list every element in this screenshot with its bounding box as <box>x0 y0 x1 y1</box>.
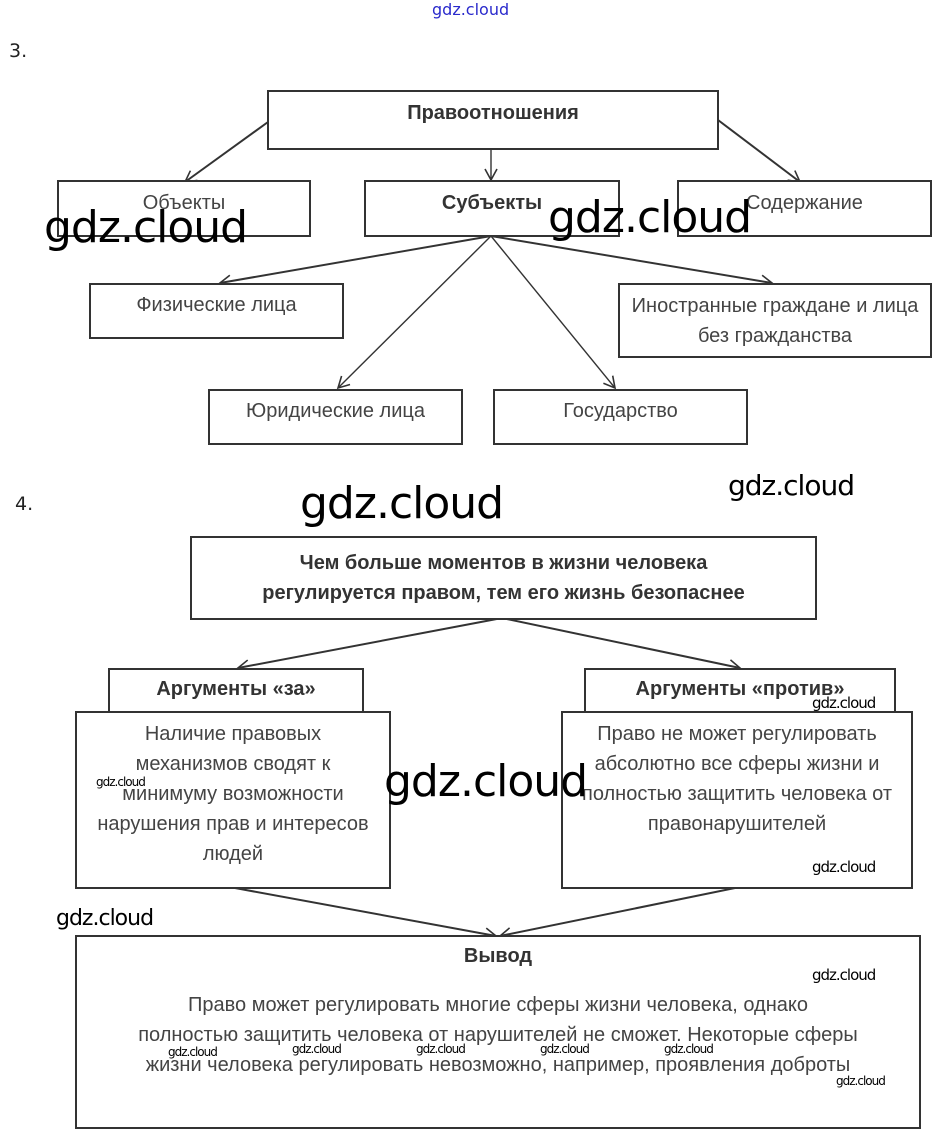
watermark: gdz.cloud <box>384 756 588 807</box>
section-3-number: 3. <box>9 40 28 62</box>
watermark: gdz.cloud <box>664 1042 714 1056</box>
conclusion-text: Право может регулировать многие сферы жи… <box>138 994 858 1076</box>
node-foreign-citizens-label: Иностранные граждане и лица без гражданс… <box>631 294 919 347</box>
con-argument-box: Право не может регулировать абсолютно вс… <box>561 711 913 889</box>
arrow-subjects-state <box>490 235 617 390</box>
root-label: Правоотношения <box>407 102 579 124</box>
root-node: Правоотношения <box>267 90 719 150</box>
watermark: gdz.cloud <box>812 858 876 876</box>
thesis-label: Чем больше моментов в жизни человека рег… <box>262 552 745 604</box>
arrow-subjects-foreign <box>490 235 774 288</box>
watermark: gdz.cloud <box>548 192 752 243</box>
pro-argument-text: Наличие правовых механизмов сводят к мин… <box>97 723 369 865</box>
node-objects-label: Объекты <box>142 192 226 214</box>
node-legal-entities-label: Юридические лица <box>246 400 425 422</box>
watermark: gdz.cloud <box>168 1045 218 1059</box>
node-objects: Объекты <box>57 180 311 237</box>
node-legal-entities: Юридические лица <box>208 389 463 445</box>
conclusion-box: Вывод Право может регулировать многие сф… <box>75 935 921 1129</box>
watermark: gdz.cloud <box>836 1074 886 1088</box>
watermark: gdz.cloud <box>56 906 154 931</box>
thesis-node: Чем больше моментов в жизни человека рег… <box>190 536 817 620</box>
node-content-label: Содержание <box>746 192 863 214</box>
con-argument-text: Право не может регулировать абсолютно вс… <box>581 723 892 835</box>
arrow-pro-conclusion <box>234 887 498 941</box>
watermark: gdz.cloud <box>300 478 504 529</box>
pro-title-box: Аргументы «за» <box>108 668 364 718</box>
watermark: gdz.cloud <box>540 1042 590 1056</box>
con-title: Аргументы «против» <box>635 678 845 700</box>
watermark: gdz.cloud <box>812 694 876 712</box>
watermark: gdz.cloud <box>96 775 146 789</box>
con-title-box: Аргументы «против» <box>584 668 896 718</box>
node-physical-persons: Физические лица <box>89 283 344 339</box>
node-content: Содержание <box>677 180 932 237</box>
arrow-subjects-legal <box>336 235 492 390</box>
arrow-thesis-con <box>501 617 742 673</box>
watermark: gdz.cloud <box>728 469 855 502</box>
watermark: gdz.cloud <box>812 966 876 984</box>
node-state: Государство <box>493 389 748 445</box>
watermark: gdz.cloud <box>44 202 248 253</box>
arrow-root-objects <box>183 121 269 183</box>
watermark: gdz.cloud <box>292 1042 342 1056</box>
pro-argument-box: Наличие правовых механизмов сводят к мин… <box>75 711 391 889</box>
watermark: gdz.cloud <box>432 0 510 19</box>
node-subjects-label: Субъекты <box>441 192 543 214</box>
node-subjects: Субъекты <box>364 180 620 237</box>
node-physical-persons-label: Физические лица <box>136 294 297 316</box>
arrow-con-conclusion <box>498 887 736 941</box>
conclusion-title: Вывод <box>463 945 533 967</box>
arrow-thesis-pro <box>236 617 503 673</box>
node-foreign-citizens: Иностранные граждане и лица без гражданс… <box>618 283 932 358</box>
pro-title: Аргументы «за» <box>156 678 316 700</box>
node-state-label: Государство <box>563 400 678 422</box>
arrow-root-content <box>717 119 802 184</box>
section-4-number: 4. <box>15 493 34 515</box>
arrow-subjects-physical <box>218 235 492 288</box>
watermark: gdz.cloud <box>416 1042 466 1056</box>
